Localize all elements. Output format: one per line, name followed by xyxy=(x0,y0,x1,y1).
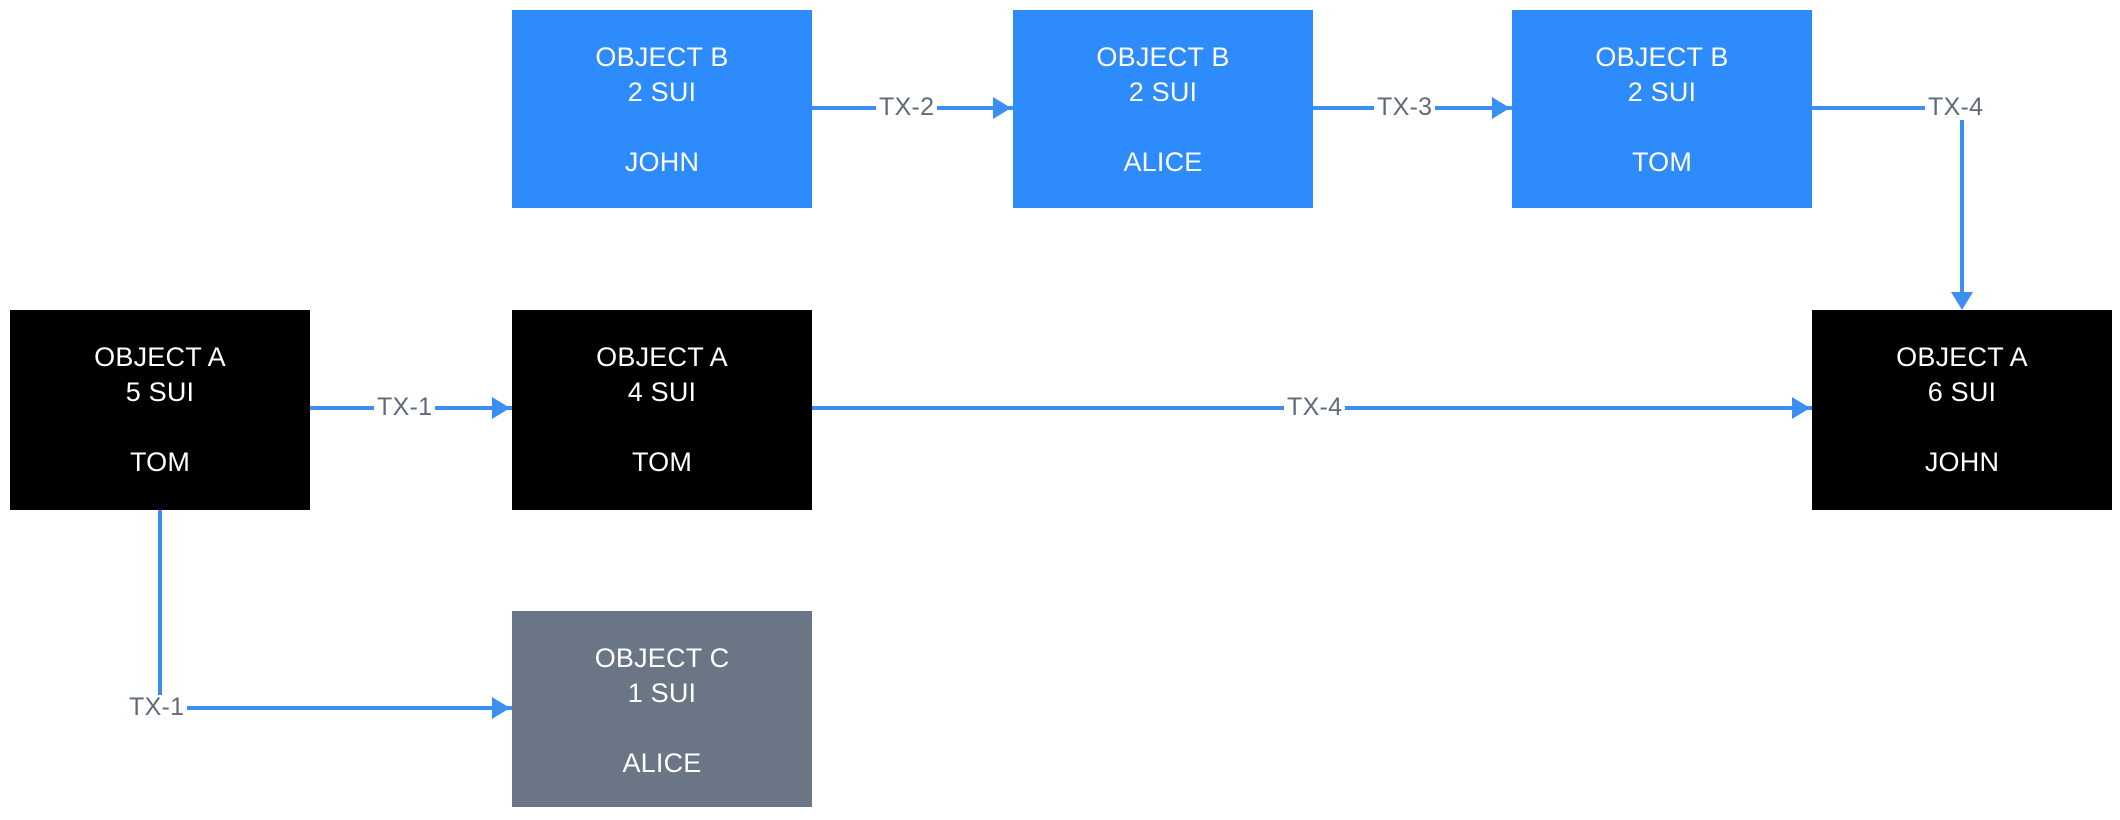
edge-tx-4-vertical-line xyxy=(1960,106,1964,294)
node-owner: JOHN xyxy=(1924,447,2000,477)
node-amount: 1 SUI xyxy=(627,678,697,708)
node-object-a-4sui-tom[interactable]: OBJECT A 4 SUI TOM xyxy=(512,310,812,510)
node-amount: 2 SUI xyxy=(1128,77,1198,107)
node-title: OBJECT B xyxy=(1096,42,1230,72)
edge-tx-2-arrowhead-icon xyxy=(993,97,1011,119)
node-amount: 2 SUI xyxy=(1627,77,1697,107)
edge-label-tx-4-main: TX-4 xyxy=(1284,395,1346,420)
node-title: OBJECT C xyxy=(594,643,730,673)
node-object-b-john[interactable]: OBJECT B 2 SUI JOHN xyxy=(512,10,812,208)
edge-tx-1-split-horizontal-line xyxy=(158,706,512,710)
edge-label-tx-3: TX-3 xyxy=(1374,95,1436,120)
node-object-a-6sui-john[interactable]: OBJECT A 6 SUI JOHN xyxy=(1812,310,2112,510)
node-owner: TOM xyxy=(129,447,191,477)
node-amount: 4 SUI xyxy=(627,377,697,407)
edge-tx-1-split-arrowhead-icon xyxy=(492,697,510,719)
node-owner: ALICE xyxy=(1123,147,1203,177)
node-amount: 2 SUI xyxy=(627,77,697,107)
node-owner: TOM xyxy=(1631,147,1693,177)
node-title: OBJECT B xyxy=(595,42,729,72)
edge-tx-1-split-vertical-line xyxy=(158,510,162,710)
node-title: OBJECT B xyxy=(1595,42,1729,72)
edge-label-tx-2: TX-2 xyxy=(876,95,938,120)
node-title: OBJECT A xyxy=(94,342,226,372)
edge-tx-4-top-horizontal-line xyxy=(1812,106,1962,110)
edge-label-tx-4-branch: TX-4 xyxy=(1925,95,1987,120)
node-owner: ALICE xyxy=(622,748,702,778)
node-title: OBJECT A xyxy=(596,342,728,372)
node-title: OBJECT A xyxy=(1896,342,2028,372)
edge-tx-4-main-arrowhead-icon xyxy=(1792,397,1810,419)
node-amount: 5 SUI xyxy=(125,377,195,407)
edge-tx-1-arrowhead-icon xyxy=(492,397,510,419)
node-object-a-5sui-tom[interactable]: OBJECT A 5 SUI TOM xyxy=(10,310,310,510)
node-object-c-alice[interactable]: OBJECT C 1 SUI ALICE xyxy=(512,611,812,807)
node-object-b-tom[interactable]: OBJECT B 2 SUI TOM xyxy=(1512,10,1812,208)
node-owner: JOHN xyxy=(624,147,700,177)
node-object-b-alice[interactable]: OBJECT B 2 SUI ALICE xyxy=(1013,10,1313,208)
node-amount: 6 SUI xyxy=(1927,377,1997,407)
edge-label-tx-1: TX-1 xyxy=(374,395,436,420)
edge-label-tx-1-split: TX-1 xyxy=(126,695,188,720)
edge-tx-4-arrowhead-icon xyxy=(1951,292,1973,310)
node-owner: TOM xyxy=(631,447,693,477)
edge-tx-3-arrowhead-icon xyxy=(1492,97,1510,119)
